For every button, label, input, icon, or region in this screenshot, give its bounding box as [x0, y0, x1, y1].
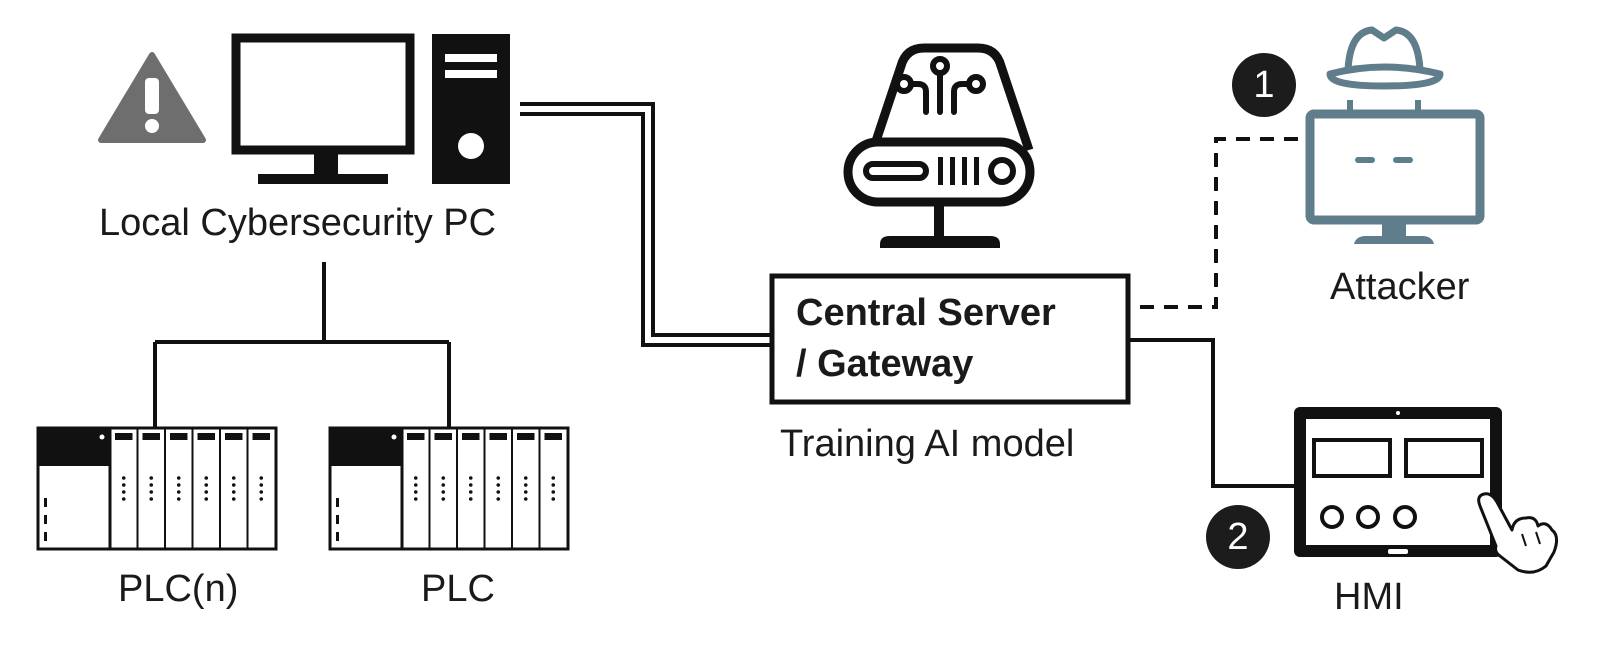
connection-attacker-dashed — [1140, 137, 1300, 309]
connection-pc-server — [520, 102, 772, 347]
step-badge-2: 2 — [1206, 505, 1270, 569]
plc-module-slot — [219, 428, 243, 549]
attacker-label: Attacker — [1330, 266, 1470, 308]
hand-pointer-icon — [1477, 492, 1559, 574]
plc-rack-icon — [328, 426, 570, 551]
monitor-icon — [231, 33, 415, 184]
hmi-label: HMI — [1334, 576, 1404, 618]
spy-icon — [1305, 26, 1485, 244]
plc-rack-icon — [36, 426, 278, 551]
central-server-title-line1: Central Server — [796, 292, 1056, 334]
local-pc-label: Local Cybersecurity PC — [99, 202, 497, 244]
plc-label: PLC — [421, 568, 495, 610]
pc-tower-icon — [432, 34, 510, 184]
ai-server-icon — [843, 43, 1035, 248]
plc-module-slot — [538, 428, 562, 549]
warning-icon — [98, 52, 206, 143]
plc-module-slot — [136, 428, 160, 549]
plc-module-slot — [456, 428, 480, 549]
plc-module-slot — [483, 428, 507, 549]
server-caption: Training AI model — [780, 423, 1075, 465]
plc-module-slot — [511, 428, 535, 549]
connection-hmi — [1128, 338, 1294, 488]
plc-module-slot — [401, 428, 425, 549]
plc-module-slot — [246, 428, 270, 549]
plc-module-slot — [428, 428, 452, 549]
connection-pc-plcs — [153, 262, 451, 428]
plc-module-slot — [109, 428, 133, 549]
tablet-icon — [1294, 407, 1502, 557]
central-server-title-line2: / Gateway — [796, 343, 974, 385]
plc-module-slot — [191, 428, 215, 549]
step-badge-1: 1 — [1232, 53, 1296, 117]
plc-n-label: PLC(n) — [118, 568, 239, 610]
plc-module-slot — [164, 428, 188, 549]
